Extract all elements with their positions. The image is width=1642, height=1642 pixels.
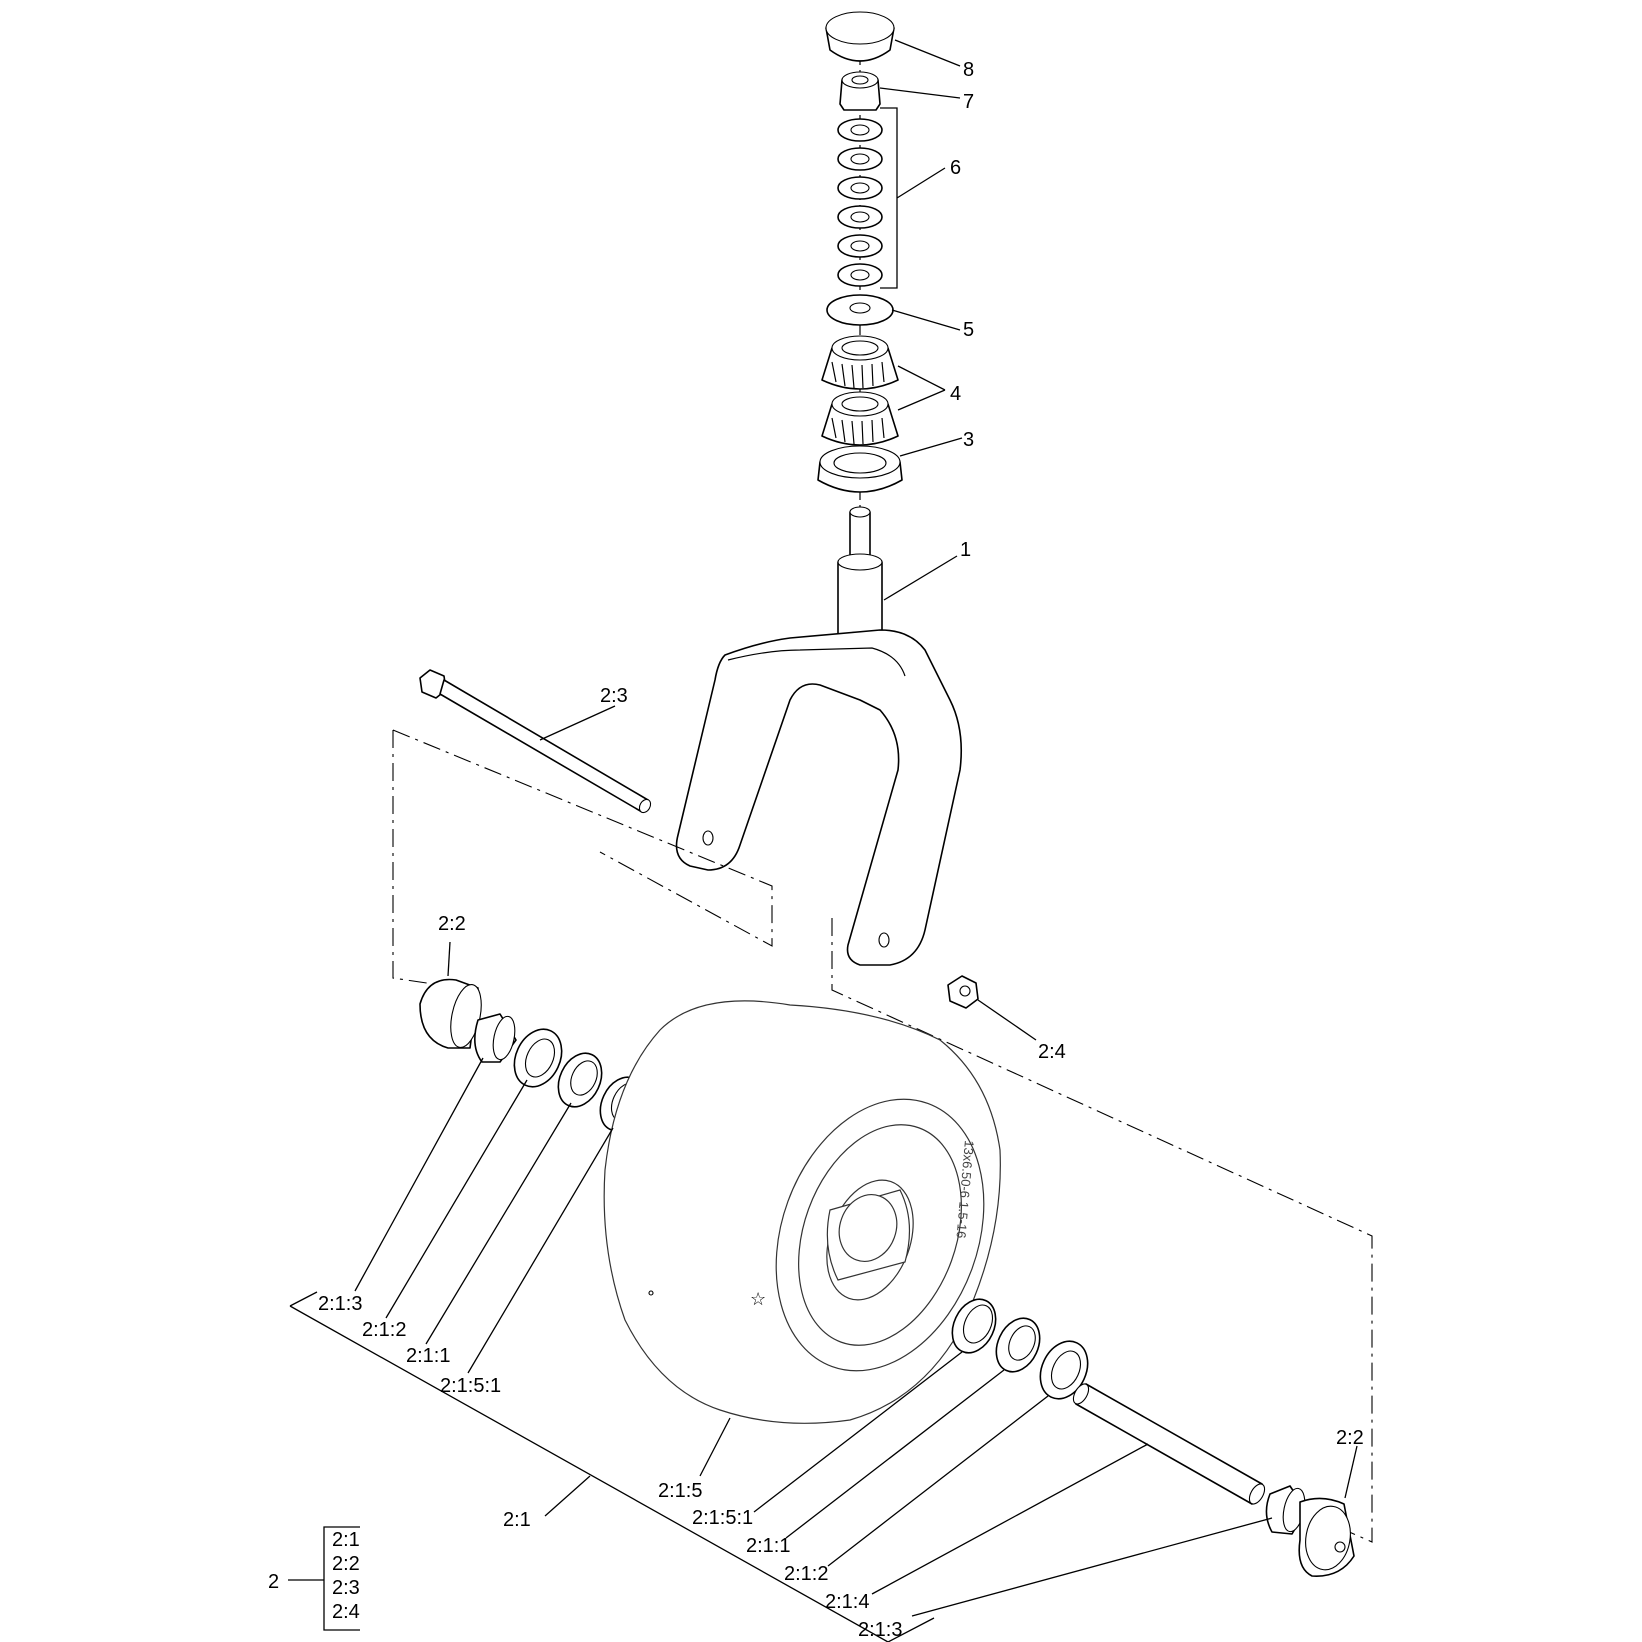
spacer-washer-stack — [837, 118, 883, 287]
callout-6: 6 — [950, 157, 961, 179]
wheel-bearing-right — [995, 1317, 1041, 1373]
kit-legend-assembly: 2 — [268, 1571, 279, 1593]
callout-5: 5 — [963, 319, 974, 341]
lock-nut — [947, 975, 979, 1009]
callout-2-1-2-left: 2:1:2 — [362, 1319, 406, 1341]
taper-bearing-upper — [821, 335, 899, 390]
hub-cap-right — [1298, 1497, 1355, 1577]
hub-cap-left — [419, 978, 482, 1049]
tire-and-rim: 13x6.50-6 1.5-16 ☆ — [603, 1000, 1001, 1424]
bearing-cup — [817, 445, 903, 493]
seal-left — [513, 1028, 563, 1088]
callout-2-1-4: 2:1:4 — [825, 1591, 869, 1613]
callout-leaders — [354, 39, 1358, 1617]
dust-cap — [825, 11, 895, 62]
callout-7: 7 — [963, 91, 974, 113]
subassembly-bracket — [289, 1291, 935, 1642]
callout-2-1-5-1-right: 2:1:5:1 — [692, 1507, 753, 1529]
callout-2-1-1-left: 2:1:1 — [406, 1345, 450, 1367]
callout-2-1-3-left: 2:1:3 — [318, 1293, 362, 1315]
caster-fork — [675, 506, 963, 966]
callout-labels: 8 7 6 5 4 3 1 2:3 2:2 2:4 2:1:3 2:1:2 2:… — [318, 59, 1364, 1641]
callout-1: 1 — [960, 539, 971, 561]
callout-2-1-2-right: 2:1:2 — [784, 1563, 828, 1585]
kit-legend-item: 2:3 — [332, 1577, 360, 1599]
wheel-bearing-left — [557, 1052, 603, 1108]
axle-bolt — [419, 669, 652, 814]
spacer-left — [474, 1013, 517, 1063]
assembly-phantom-left — [392, 729, 773, 986]
hex-nut — [839, 71, 881, 111]
seal-right — [1039, 1340, 1089, 1400]
callout-2-2-right: 2:2 — [1336, 1427, 1364, 1449]
assembly-phantom-right — [831, 918, 1373, 1543]
kit-legend-item: 2:1 — [332, 1529, 360, 1551]
bearing-cup-right — [951, 1298, 997, 1354]
callout-2-1-5: 2:1:5 — [658, 1480, 702, 1502]
callout-2-4: 2:4 — [1038, 1041, 1066, 1063]
callout-4: 4 — [950, 383, 961, 405]
callout-2-1-3-right: 2:1:3 — [858, 1619, 902, 1641]
callout-2-2-left: 2:2 — [438, 913, 466, 935]
callout-2-1-5-1-left: 2:1:5:1 — [440, 1375, 501, 1397]
callout-3: 3 — [963, 429, 974, 451]
kit-legend: 2 2:1 2:2 2:3 2:4 — [268, 1526, 360, 1631]
taper-bearing-lower — [821, 391, 899, 446]
callout-2-3: 2:3 — [600, 685, 628, 707]
kit-legend-item: 2:4 — [332, 1601, 360, 1623]
callout-2-1: 2:1 — [503, 1509, 531, 1531]
kit-legend-item: 2:2 — [332, 1553, 360, 1575]
thrust-washer — [826, 294, 894, 326]
callout-8: 8 — [963, 59, 974, 81]
tire-star-mark: ☆ — [750, 1289, 766, 1309]
axle-tube — [1072, 1383, 1266, 1505]
callout-2-1-1-right: 2:1:1 — [746, 1535, 790, 1557]
